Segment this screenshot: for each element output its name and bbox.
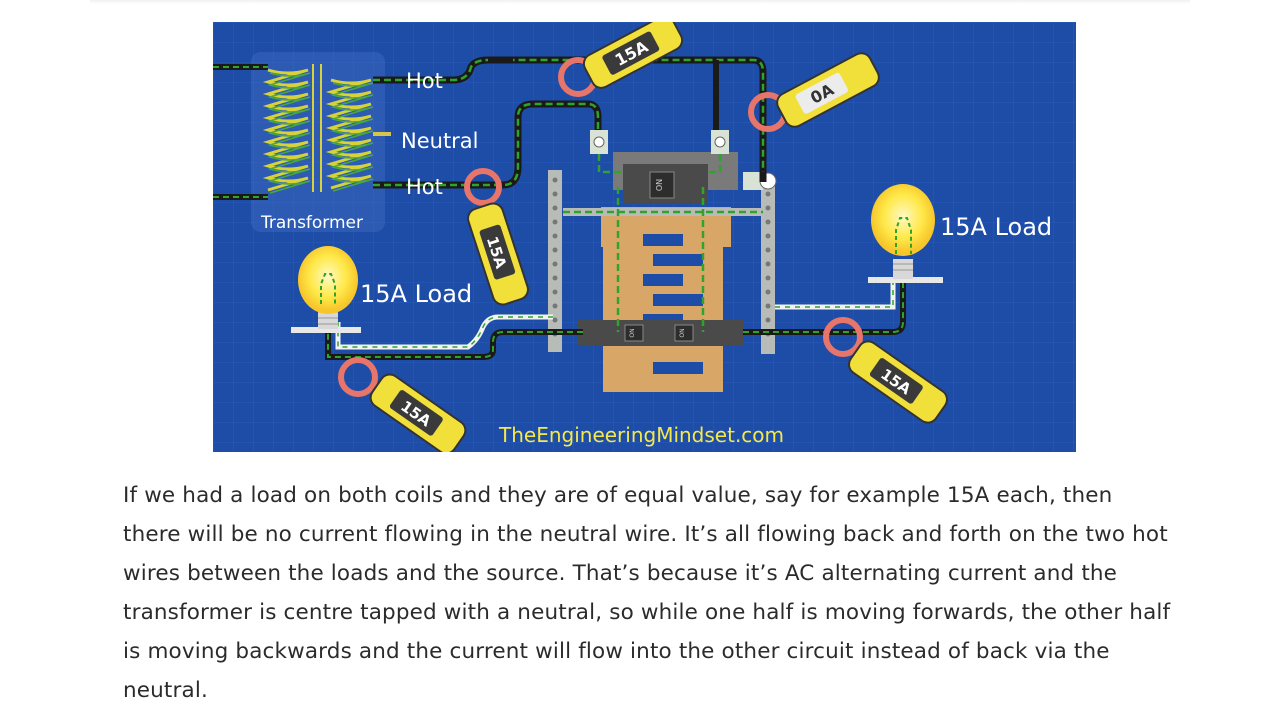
watermark: TheEngineeringMindset.com	[498, 423, 784, 447]
clamp-meter-neutral: 0A	[748, 52, 880, 132]
left-bulb-icon	[291, 246, 361, 333]
top-divider	[90, 0, 1190, 4]
right-load-label: 15A Load	[940, 213, 1052, 241]
breaker-a-label: ON	[629, 328, 636, 337]
clamp-meter-hot-bottom: 15A	[464, 168, 529, 306]
transformer-label: Transformer	[260, 213, 363, 233]
hot-wire-top	[373, 56, 767, 177]
clamp-meter-load-right: 15A	[823, 317, 948, 424]
right-bulb-icon	[868, 184, 943, 283]
left-load-label: 15A Load	[360, 280, 472, 308]
left-load-circuit	[325, 314, 583, 360]
main-breaker-label: ON	[655, 179, 664, 191]
article-paragraph: If we had a load on both coils and they …	[123, 483, 1171, 703]
clamp-meter-load-left: 15A	[338, 357, 467, 452]
breaker-panel: ON ON ON	[548, 130, 777, 392]
hot-top-label: Hot	[406, 69, 443, 93]
right-load-circuit	[743, 282, 906, 335]
clamp-meter-hot-top: 15A	[558, 22, 684, 97]
hot-bottom-label: Hot	[406, 175, 443, 199]
transformer-secondary-coil	[325, 78, 374, 192]
hot-wire-bottom	[373, 100, 602, 189]
split-phase-diagram: ON ON ON	[213, 22, 1076, 452]
neutral-label: Neutral	[401, 129, 479, 153]
transformer-primary-coil	[262, 68, 311, 194]
breaker-b-label: ON	[679, 328, 686, 337]
